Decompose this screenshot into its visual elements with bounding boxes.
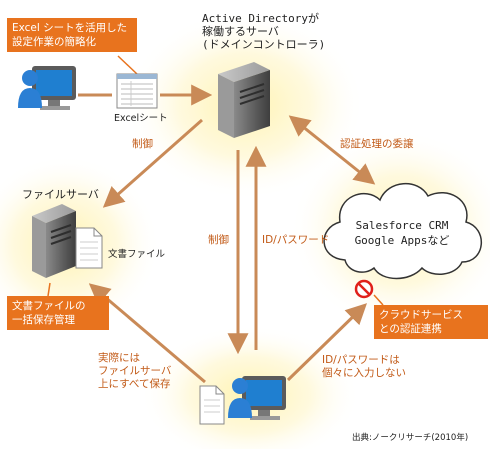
user-pc-icon [18, 66, 76, 110]
arrow-ad-cloud-delegation [288, 115, 376, 185]
file-server-icon [32, 204, 76, 278]
callout-excel: Excel シートを活用した 設定作業の簡略化 [7, 18, 137, 52]
prohibited-icon [354, 279, 374, 299]
callout-docs-connector [47, 282, 51, 297]
control-label-left: 制御 [132, 138, 153, 150]
control-label-mid: 制御 [208, 234, 229, 246]
ad-server-icon [218, 62, 270, 138]
arrow-ad-to-fileserver [102, 118, 203, 208]
save-all-label: 実際には ファイルサーバ 上にすべて保存 [98, 352, 172, 390]
file-server-label: ファイルサーバ [22, 188, 99, 201]
cloud-icon [323, 182, 483, 280]
client-pc-icon [228, 376, 286, 420]
client-document-icon [199, 385, 225, 425]
excel-sheet-icon [116, 73, 158, 109]
auth-delegation-label: 認証処理の委譲 [340, 138, 414, 150]
arrow-client-to-fileserver [88, 283, 206, 384]
cloud-services-label: Salesforce CRM Google Appsなど [354, 219, 450, 247]
arrow-client-to-cloud [286, 303, 368, 382]
callout-excel-connector [117, 55, 138, 75]
id-password-label-mid: ID/パスワード [262, 234, 330, 246]
id-password-individual-label: ID/パスワードは 個々に入力しない [322, 354, 406, 379]
document-file-label: 文書ファイル [108, 249, 166, 260]
source-credit: 出典:ノークリサーチ(2010年) [352, 433, 469, 443]
callout-file-docs: 文書ファイルの 一括保存管理 [7, 296, 109, 330]
callout-cloud-connector [373, 294, 384, 306]
excel-sheet-label: Excelシート [114, 113, 168, 124]
ad-server-label: Active Directoryが 稼働するサーバ (ドメインコントローラ) [202, 12, 326, 51]
document-icon [75, 227, 103, 269]
callout-cloud-auth: クラウドサービス との認証連携 [374, 305, 488, 339]
